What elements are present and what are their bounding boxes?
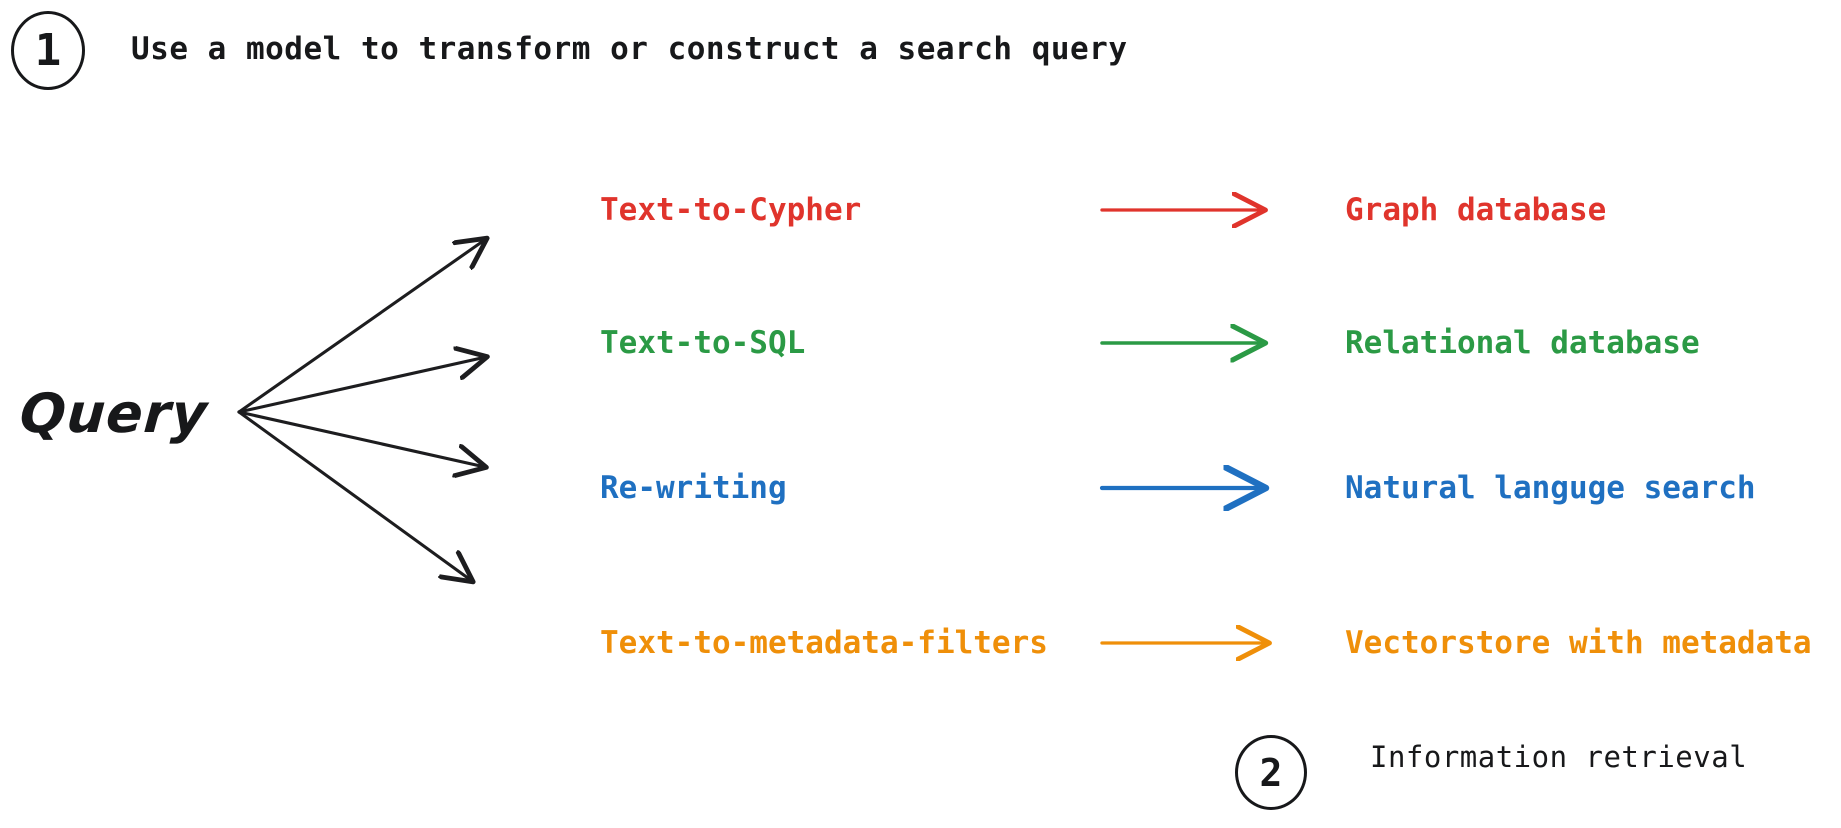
- step-2-caption: Information retrieval: [1370, 740, 1748, 774]
- arrow-right-icon-red: [1100, 182, 1286, 238]
- flow-row-text-to-cypher: Text-to-Cypher Graph database: [0, 182, 1841, 238]
- step-badge-1: 1: [11, 11, 85, 90]
- step-badge-2: 2: [1235, 735, 1307, 810]
- step-1-caption: Use a model to transform or construct a …: [131, 31, 1128, 67]
- technique-label-text-to-sql: Text-to-SQL: [600, 325, 806, 361]
- target-label-vectorstore-with-metadata: Vectorstore with metadata: [1345, 625, 1812, 661]
- step-badge-2-number: 2: [1259, 750, 1283, 795]
- technique-label-text-to-cypher: Text-to-Cypher: [600, 192, 862, 228]
- target-label-relational-database: Relational database: [1345, 325, 1700, 361]
- arrow-right-icon-blue: [1099, 460, 1286, 516]
- arrow-right-icon-orange: [1100, 615, 1286, 671]
- arrow-right-icon-green: [1100, 315, 1286, 371]
- query-source-label: Query: [17, 382, 211, 445]
- fan-arrow-3: [237, 410, 485, 467]
- flow-row-re-writing: Re-writing Natural languge search: [0, 460, 1841, 516]
- flow-row-text-to-sql: Text-to-SQL Relational database: [0, 315, 1841, 371]
- target-label-natural-language-search: Natural languge search: [1345, 470, 1756, 506]
- target-label-graph-database: Graph database: [1345, 192, 1607, 228]
- step-badge-1-number: 1: [34, 25, 62, 76]
- flow-row-text-to-metadata-filters: Text-to-metadata-filters Vectorstore wit…: [0, 615, 1841, 671]
- technique-label-text-to-metadata-filters: Text-to-metadata-filters: [600, 625, 1048, 661]
- technique-label-re-writing: Re-writing: [600, 470, 787, 506]
